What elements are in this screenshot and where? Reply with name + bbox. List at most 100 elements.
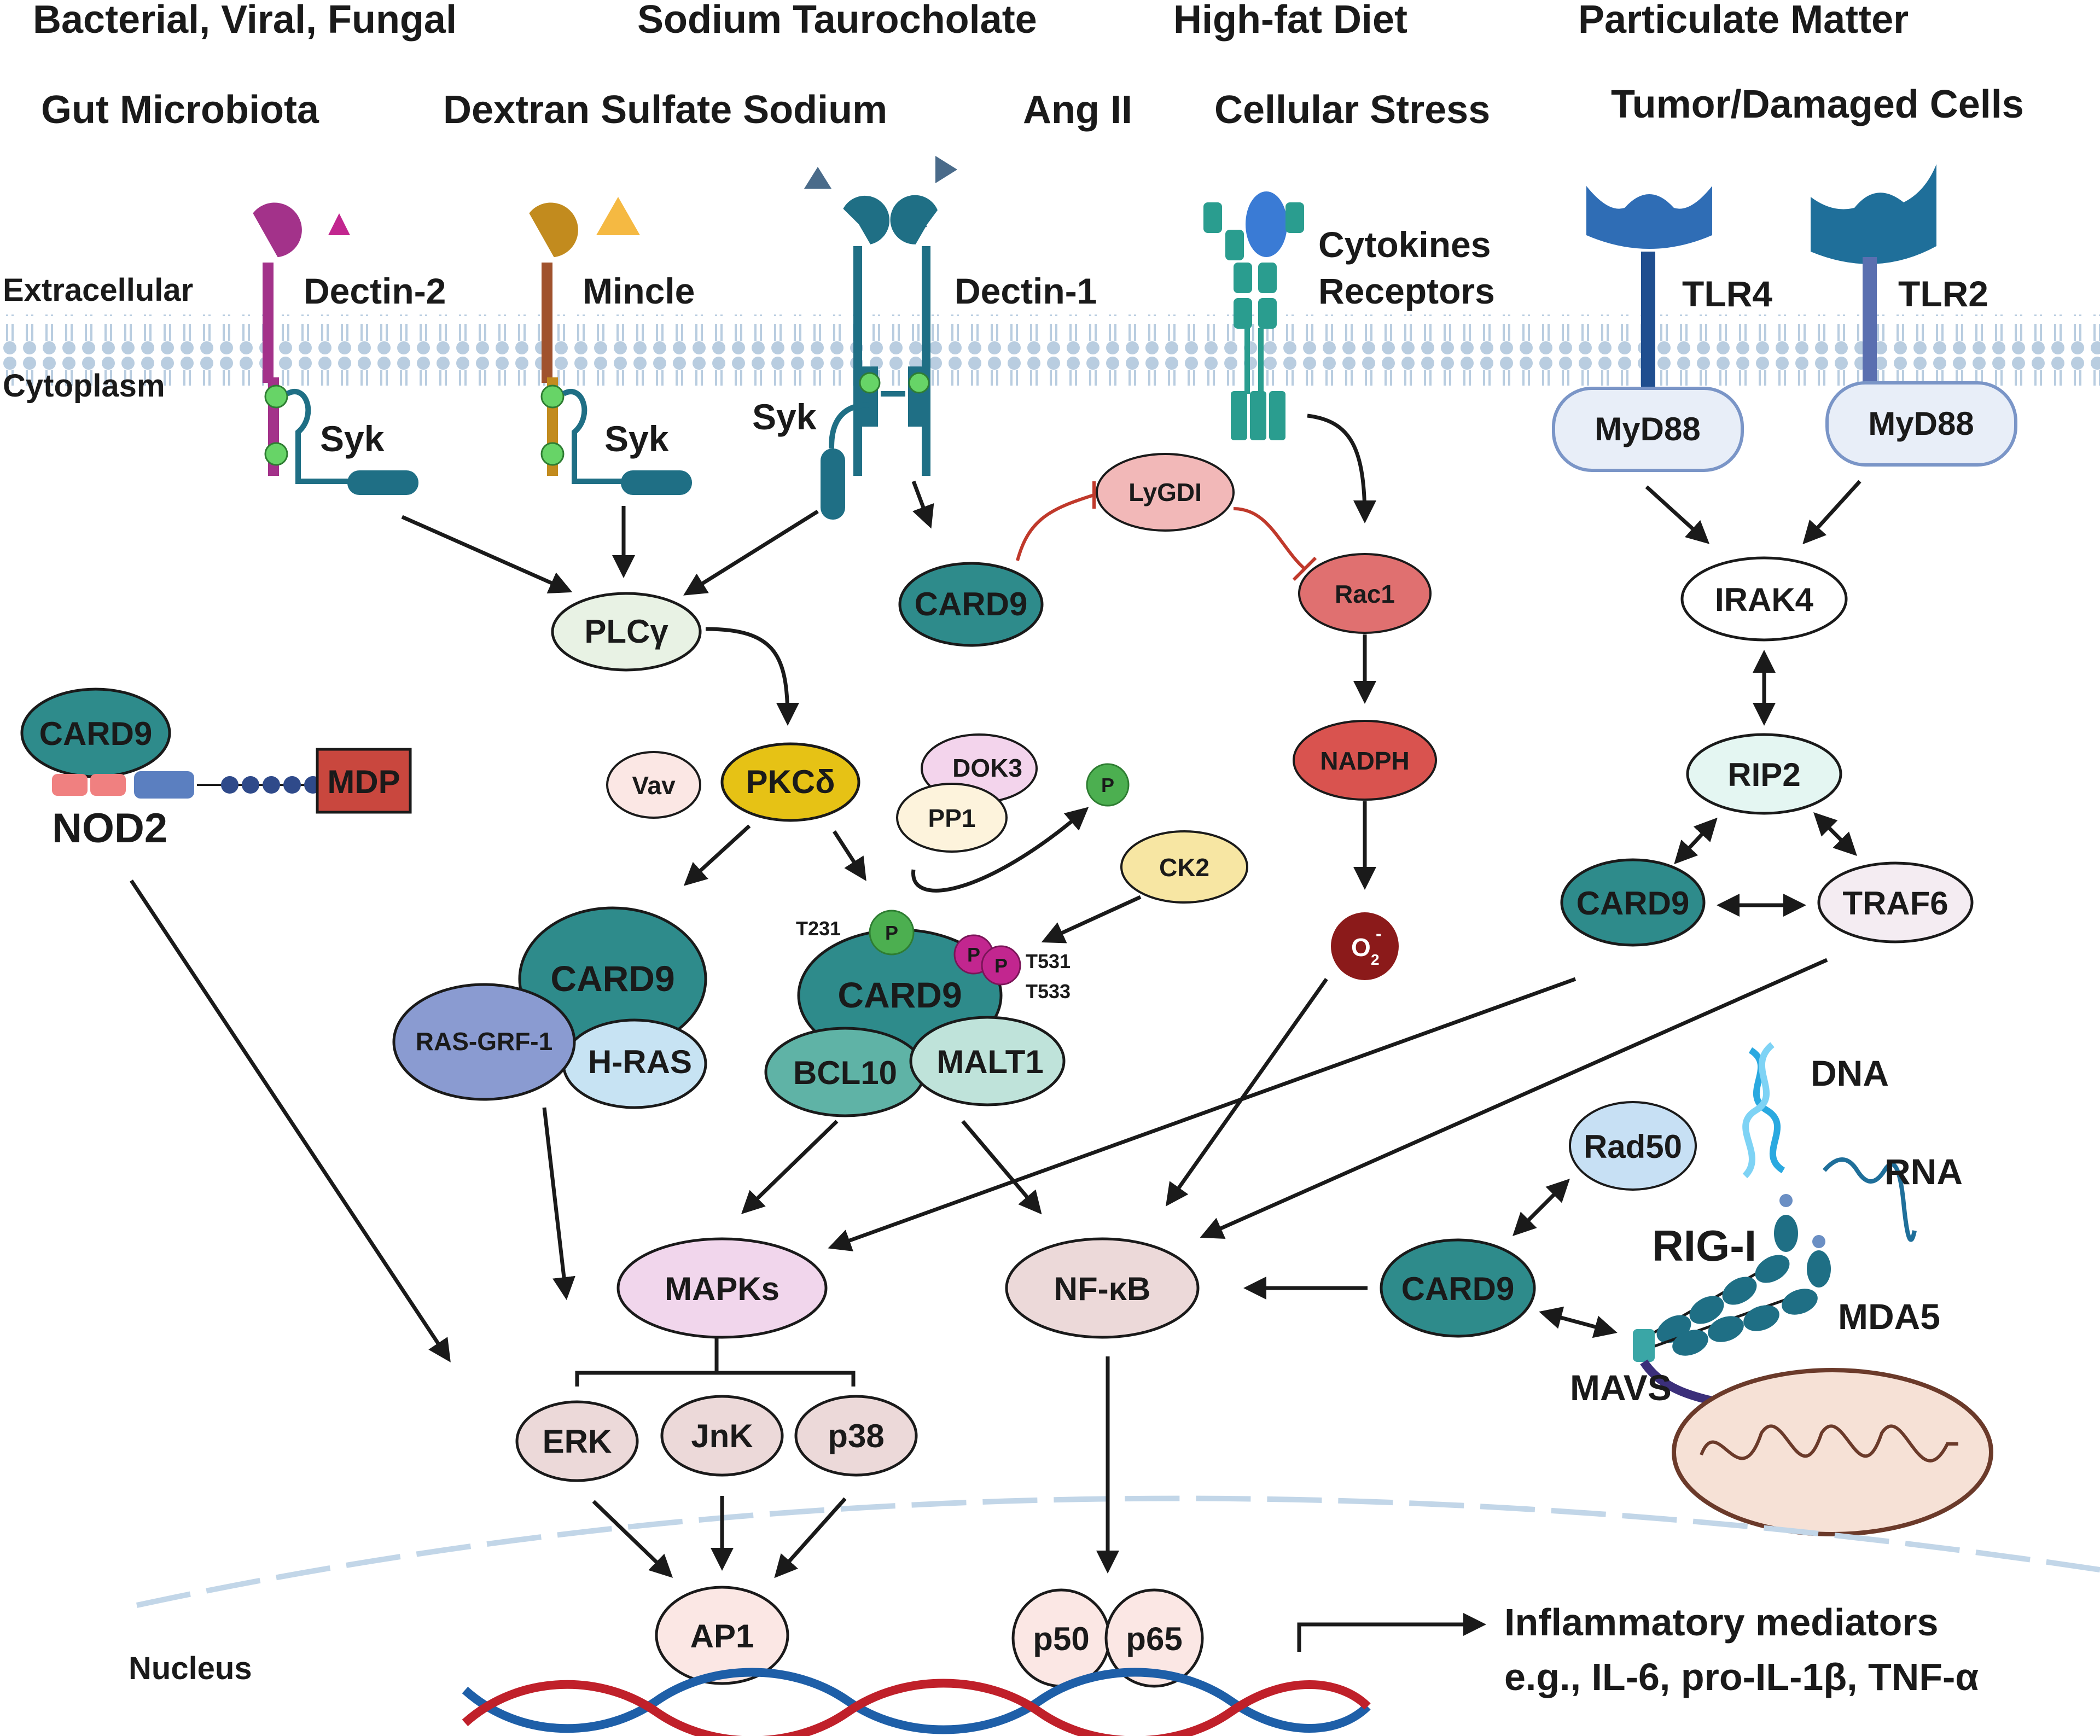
traf6-label: TRAF6 [1842,885,1948,922]
pp1-label: PP1 [928,804,976,832]
nod2-complex [20,688,412,814]
mapks-node [616,1237,828,1339]
rip2-label: RIP2 [1727,756,1800,793]
stimulus-bacterial: Bacterial, Viral, Fungal [33,0,457,42]
stimulus-high-fat: High-fat Diet [1173,0,1407,42]
superoxide-subscript: 2 [1371,951,1380,968]
p50-label: p50 [1033,1621,1089,1657]
cell-membrane [0,314,2100,386]
plcg-label: PLCγ [584,613,668,650]
irak4-node [1680,556,1848,642]
nf-kb-node [1005,1237,1200,1339]
card9-label-tlr: CARD9 [1577,885,1690,922]
phospho-t533-p: P [994,954,1008,977]
dok3-label: DOK3 [952,754,1022,782]
card9-node-dectin1 [898,562,1044,647]
rig-i-mda5-complex [1633,1194,1993,1536]
card9-label-nod2: CARD9 [39,715,153,752]
inflammatory-mediators-label: Inflammatory mediators [1504,1601,1939,1644]
card9-label-ras: CARD9 [550,958,674,999]
nuclear-envelope [136,1495,2100,1608]
rad50-node [1569,1101,1697,1191]
receptors-label: Receptors [1318,271,1495,311]
mdp-label: MDP [327,764,400,800]
card9-node-tlr [1560,858,1706,947]
p65-label: p65 [1126,1621,1182,1657]
phospho-t231-p: P [885,922,898,944]
phosphate-free-label: P [1101,774,1114,796]
superoxide-label: O [1351,933,1371,962]
pkcd-node [720,742,860,822]
erk-node [515,1400,639,1482]
nf-kb-label: NF-κB [1054,1271,1151,1307]
stimulus-ang: Ang II [1023,88,1132,132]
h-ras-label: H-RAS [588,1044,692,1080]
tlr2-label: TLR2 [1898,273,1988,314]
card9-label-dectin1: CARD9 [915,586,1028,622]
bcl10-label: BCL10 [793,1055,897,1091]
transcription-arrow [1297,1613,1486,1652]
p65-node [1104,1588,1204,1688]
p38-label: p38 [828,1418,884,1454]
cbm-complex [764,910,1066,1117]
lygdi-node [1096,453,1235,532]
p38-node [794,1395,918,1477]
mda5-label: MDA5 [1838,1296,1940,1337]
plcg-node [551,592,702,672]
myd88-node-1 [1552,387,1744,472]
dna-strand [1742,1042,1785,1179]
pp1-node [896,783,1008,853]
cytoplasm-label: Cytoplasm [3,368,165,404]
jnk-node [660,1395,784,1477]
tlr4-label: TLR4 [1682,273,1772,314]
jnk-label: JnK [691,1418,753,1454]
superoxide-superscript: - [1376,924,1382,943]
extracellular-label: Extracellular [3,272,193,308]
dna-label: DNA [1811,1053,1889,1093]
myd88-label-2: MyD88 [1868,405,1974,442]
ck2-node [1120,830,1248,904]
stimulus-stress: Cellular Stress [1214,88,1490,132]
stimulus-gut: Gut Microbiota [41,88,319,132]
card9-label-rigi: CARD9 [1401,1271,1515,1307]
mapk-branch-connector [575,1337,856,1387]
pathway-arrows [130,413,1862,1578]
rad50-label: Rad50 [1584,1128,1682,1165]
dectin-1-receptor [804,156,957,520]
phosphate-free [1086,763,1130,807]
rna-strand [1822,1157,1917,1242]
vav-label: Vav [632,771,676,800]
rip2-node [1686,733,1842,815]
cytokine-receptor [1203,191,1304,440]
stimulus-taurocholate: Sodium Taurocholate [637,0,1037,42]
irak4-label: IRAK4 [1715,581,1814,618]
stimulus-particulate: Particulate Matter [1578,0,1909,42]
card9-label-cbm: CARD9 [837,975,962,1015]
myd88-label-1: MyD88 [1595,411,1700,447]
t531-label: T531 [1026,950,1071,972]
mavs-label: MAVS [1570,1367,1672,1408]
nod2-label: NOD2 [52,805,167,852]
inhibition-lines [1016,481,1317,581]
tlr4-receptor [1586,186,1712,399]
ap1-node [655,1586,789,1685]
phospho-t531-p: P [967,943,980,966]
superoxide-node [1331,912,1399,980]
syk-label-2: Syk [604,418,669,459]
stimulus-tumor: Tumor/Damaged Cells [1611,83,2024,126]
rig-i-label: RIG-I [1652,1221,1756,1270]
dectin-1-label: Dectin-1 [955,271,1097,311]
syk-label-1: Syk [320,418,385,459]
pkcd-label: PKCδ [746,764,835,800]
cytokines-label: Cytokines [1318,224,1491,265]
dectin-2-receptor [253,202,418,495]
ap1-label: AP1 [690,1618,754,1655]
myd88-node-2 [1825,381,2017,467]
rac1-label: Rac1 [1335,580,1395,608]
nadph-label: NADPH [1320,747,1410,775]
genomic-dna-helix [462,1668,1371,1736]
rna-label: RNA [1884,1151,1963,1192]
nucleus-label: Nucleus [129,1651,252,1686]
erk-label: ERK [543,1423,612,1460]
